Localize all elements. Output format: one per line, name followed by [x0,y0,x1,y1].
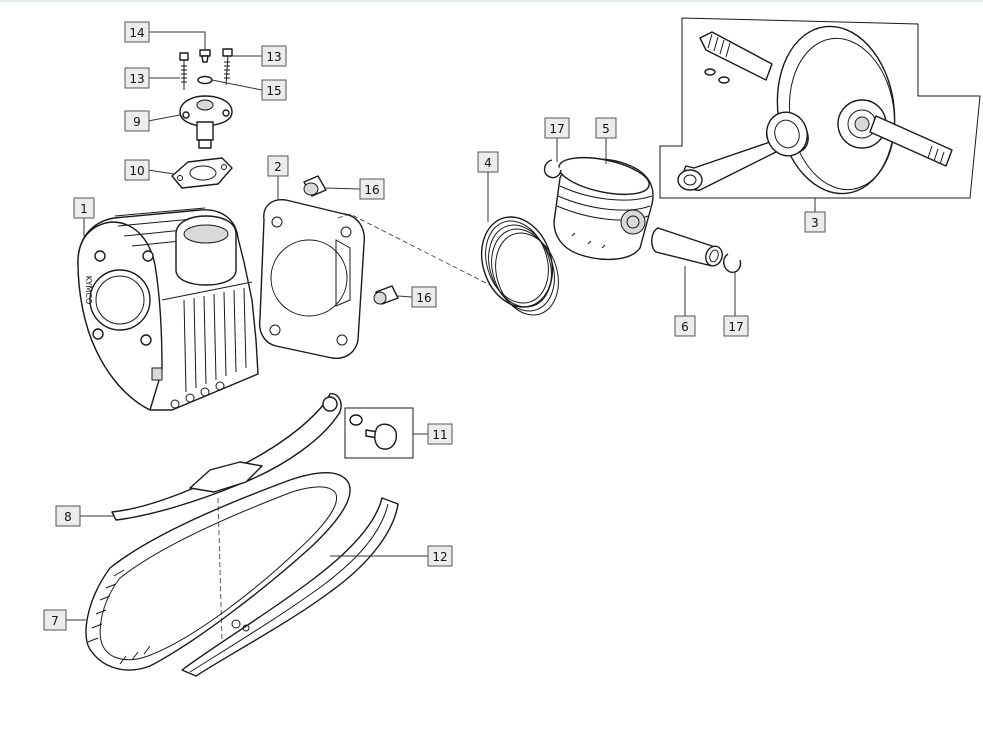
callout-c1: 1 [73,197,95,219]
callout-c17b: 17 [723,315,749,337]
callout-c14a: 14 [124,21,150,43]
callout-number: 16 [364,183,379,197]
cylinder-brand-text: KYMCO [84,276,93,305]
callout-number: 12 [432,550,447,564]
piston-pin-6 [651,227,723,267]
callout-number: 7 [51,614,59,628]
callout-c15: 15 [261,79,287,101]
callout-box [544,117,570,139]
callout-box [595,117,617,139]
cylinder-block-1: KYMCO [77,207,259,411]
callout-number: 16 [416,291,431,305]
callout-box [73,197,95,219]
callout-c9: 9 [124,110,150,132]
washer-15 [197,75,213,85]
callout-number: 13 [266,50,281,64]
dowel-pin-16-lower [373,285,399,305]
callout-c4: 4 [477,151,499,173]
callout-number: 9 [133,115,141,129]
pivot-frame [344,407,414,459]
callout-box [427,423,453,445]
callout-c13b: 13 [261,45,287,67]
callout-box [261,79,287,101]
circlip-17-right [723,253,742,274]
window-top-border [0,0,983,2]
callout-number: 15 [266,84,281,98]
callout-box [804,211,826,233]
callout-number: 13 [129,72,144,86]
callout-c16a: 16 [359,178,385,200]
callout-box [124,159,150,181]
callout-box [359,178,385,200]
callout-box [411,286,437,308]
bolt-13-right [222,48,233,86]
cam-chain-7 [85,472,351,671]
callout-c2: 2 [267,155,289,177]
callout-number: 6 [681,320,689,334]
callout-number: 2 [274,160,282,174]
piston-rings-4 [480,216,559,316]
callout-box [124,21,150,43]
dowel-pin-16-upper [303,175,327,197]
callout-number: 14 [129,26,144,40]
callout-number: 17 [728,320,743,334]
callout-box [124,67,150,89]
callout-c12: 12 [427,545,453,567]
crankshaft-assembly-3 [659,17,981,199]
callout-number: 4 [484,156,492,170]
callout-c11: 11 [427,423,453,445]
callout-number: 1 [80,202,88,216]
guide-pivot-11 [344,407,414,459]
callout-box [124,110,150,132]
leader-lines [66,31,816,621]
callout-box [674,315,696,337]
callout-box [43,609,67,631]
bolt-13-left [179,52,189,90]
callout-c6: 6 [674,315,696,337]
callout-c17a: 17 [544,117,570,139]
callout-box [723,315,749,337]
chain-tensioner-guide-8 [111,393,342,521]
callout-number: 3 [811,216,819,230]
callout-c3: 3 [804,211,826,233]
chain-guide-12 [181,497,399,677]
tensioner-assembly [171,48,233,189]
cylinder-gasket-2 [258,199,365,359]
tensioner-body-9 [179,95,233,149]
callout-c10: 10 [124,159,150,181]
callout-c13a: 13 [124,67,150,89]
callout-box [261,45,287,67]
callout-box [55,505,81,527]
callout-c8: 8 [55,505,81,527]
callout-number: 10 [129,164,144,178]
callout-c16b: 16 [411,286,437,308]
callout-box [267,155,289,177]
callout-number: 11 [432,428,447,442]
screw-14 [199,49,211,63]
callout-box [477,151,499,173]
alignment-dashed-line [337,213,493,287]
callout-c5: 5 [595,117,617,139]
callout-c7: 7 [43,609,67,631]
gasket-10 [171,157,233,189]
callout-number: 17 [549,122,564,136]
crankshaft-frame [659,17,981,199]
circlip-17-left [543,159,562,179]
callout-box [427,545,453,567]
callout-number: 5 [602,122,610,136]
callout-number: 8 [64,510,72,524]
piston-5 [553,156,654,261]
